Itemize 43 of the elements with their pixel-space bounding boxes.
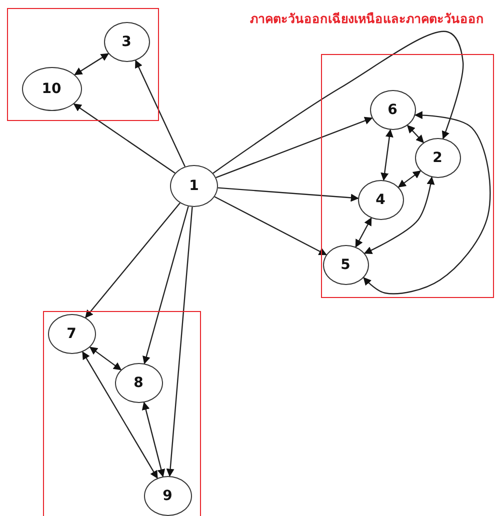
node-label: 7: [66, 326, 76, 342]
group-box: [321, 54, 494, 298]
node-ellipse: [322, 244, 368, 284]
node-ellipse: [170, 165, 218, 207]
node-label: 2: [432, 150, 442, 166]
node-label: 1: [189, 178, 199, 194]
arrow: [363, 111, 491, 294]
arrow: [135, 60, 186, 167]
arrow: [82, 351, 158, 479]
node-label: 3: [122, 34, 132, 50]
arrow: [89, 346, 122, 370]
arrow: [380, 129, 394, 181]
node-label: 8: [134, 374, 144, 390]
arrow: [74, 53, 110, 76]
group-box: [7, 8, 159, 121]
node-ellipse: [104, 22, 150, 62]
node-ellipse: [22, 66, 82, 110]
arrow: [216, 116, 373, 178]
arrow: [142, 402, 166, 478]
node-ellipse: [414, 138, 460, 178]
node-label: 10: [42, 80, 62, 96]
arrow: [166, 206, 193, 477]
arrow: [85, 202, 180, 318]
arrow: [398, 170, 422, 188]
arrow: [142, 206, 189, 364]
node-label: 4: [376, 192, 386, 208]
arrow: [364, 176, 435, 254]
node-label: 6: [388, 102, 398, 118]
arrow: [406, 124, 424, 144]
node-ellipse: [358, 180, 404, 220]
group-box: [43, 311, 201, 516]
node-label: 5: [340, 256, 350, 272]
node-label: 9: [162, 488, 172, 504]
node-ellipse: [144, 476, 192, 516]
node-ellipse: [370, 90, 416, 130]
title: ภาคตะวันออกเฉียงเหนือและภาคตะวันออก: [250, 10, 485, 28]
arrow: [212, 30, 464, 174]
arrow: [355, 217, 372, 248]
node-ellipse: [48, 314, 96, 354]
node-ellipse: [114, 362, 162, 402]
arrow: [73, 104, 176, 174]
arrow: [214, 196, 327, 256]
arrow: [218, 187, 359, 202]
